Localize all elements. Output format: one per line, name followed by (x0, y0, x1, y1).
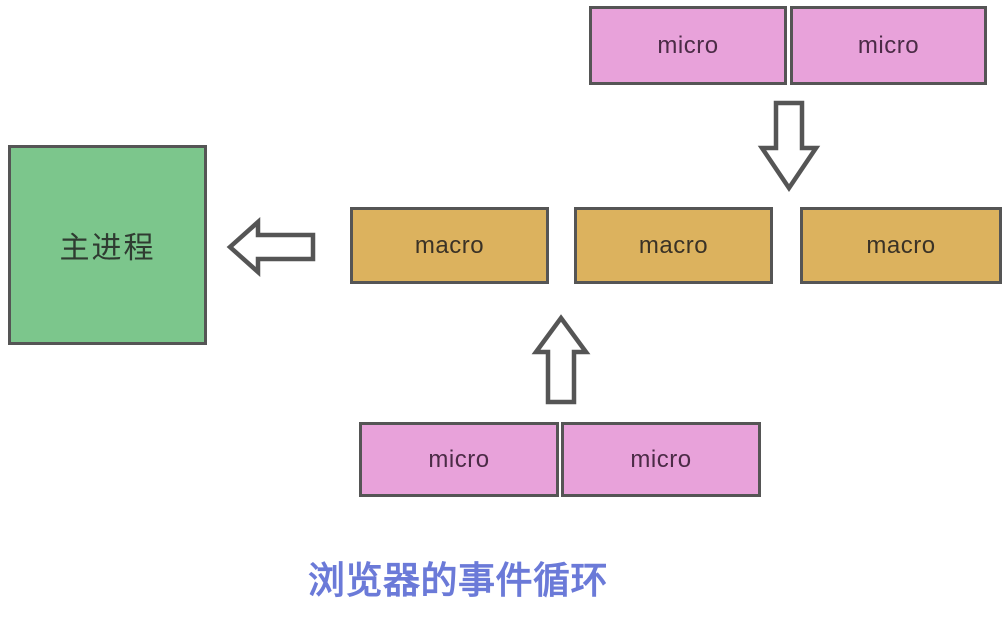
micro-task-label: micro (657, 31, 719, 59)
micro-task-box-bottom-1: micro (359, 422, 559, 497)
micro-task-box-bottom-2: micro (561, 422, 761, 497)
micro-task-label: micro (428, 445, 490, 473)
main-process-label: 主进程 (59, 232, 156, 265)
macro-task-box-1: macro (350, 207, 549, 284)
macro-task-label: macro (638, 231, 709, 259)
arrow-up-icon (531, 314, 591, 405)
arrow-left-icon (226, 216, 316, 278)
macro-task-label: macro (414, 231, 485, 259)
macro-task-box-3: macro (800, 207, 1002, 284)
macro-task-box-2: macro (574, 207, 773, 284)
micro-task-label: micro (857, 31, 920, 59)
diagram-title: 浏览器的事件循环 (308, 560, 608, 601)
micro-task-box-top-1: micro (589, 6, 787, 85)
micro-task-box-top-2: micro (790, 6, 987, 85)
main-process-box: 主进程 (8, 145, 207, 345)
micro-task-label: micro (630, 445, 692, 473)
arrow-down-icon (757, 100, 821, 193)
macro-task-label: macro (866, 231, 936, 259)
